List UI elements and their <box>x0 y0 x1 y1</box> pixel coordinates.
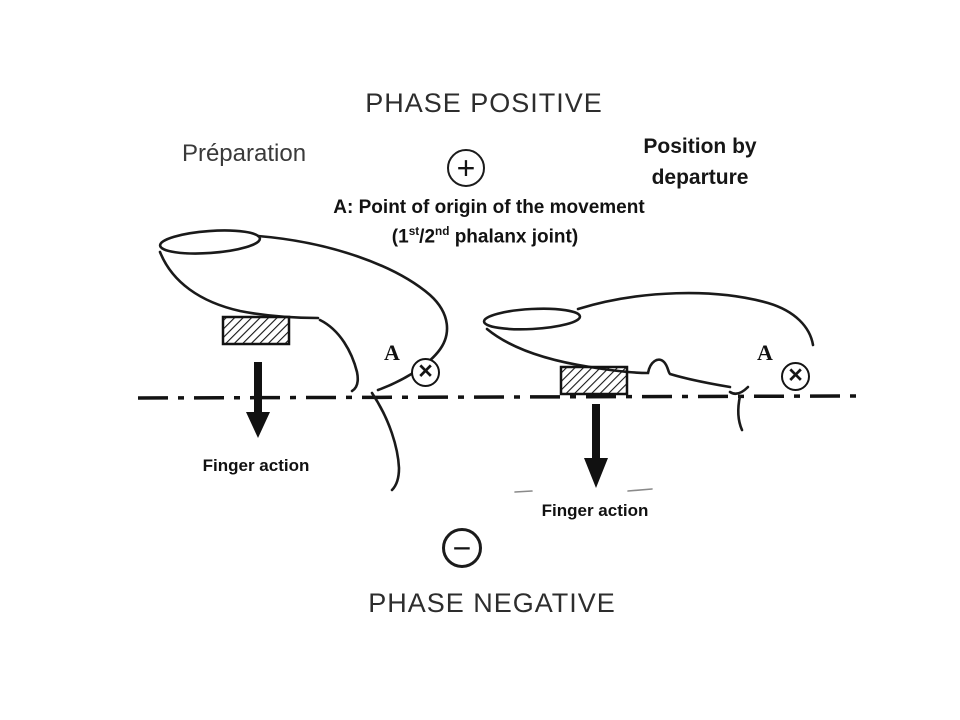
origin-note-mid: /2 <box>419 226 436 248</box>
plus-circle-icon: + <box>447 149 485 187</box>
point-a-label-right: A <box>757 340 773 365</box>
hatched-pad-right <box>559 365 629 396</box>
minus-circle-icon: − <box>442 528 482 568</box>
plus-symbol: + <box>456 150 476 186</box>
origin-note-close: phalanx joint) <box>449 226 579 248</box>
cross-symbol-right: × <box>788 361 803 389</box>
finger-illustration-right <box>482 291 815 493</box>
origin-note-open: (1 <box>391 226 409 248</box>
finger-action-label-left: Finger action <box>202 456 310 475</box>
hatched-pad-left <box>221 315 291 346</box>
cross-symbol-left: × <box>418 357 433 385</box>
position-by-departure-label: Position by departure <box>643 135 757 189</box>
origin-note-sup1: st <box>408 225 420 238</box>
down-arrow-icon-right <box>584 404 608 488</box>
phase-positive-title: PHASE POSITIVE <box>365 88 603 118</box>
cross-circle-icon-left: × <box>411 358 440 387</box>
cross-circle-icon-right: × <box>781 362 810 391</box>
preparation-label: Préparation <box>181 140 307 167</box>
origin-note-sup2: nd <box>435 225 450 238</box>
down-arrow-icon-left <box>246 362 270 438</box>
phase-negative-title: PHASE NEGATIVE <box>368 588 616 618</box>
origin-note-line1: A: Point of origin of the movement <box>333 197 645 218</box>
finger-action-label-right: Finger action <box>541 501 649 520</box>
minus-symbol: − <box>452 530 472 566</box>
finger-illustration-left <box>158 229 449 492</box>
key-baseline <box>137 394 861 400</box>
point-a-label-left: A <box>384 340 400 365</box>
origin-note-line2: (1st/2nd phalanx joint) <box>392 225 578 248</box>
